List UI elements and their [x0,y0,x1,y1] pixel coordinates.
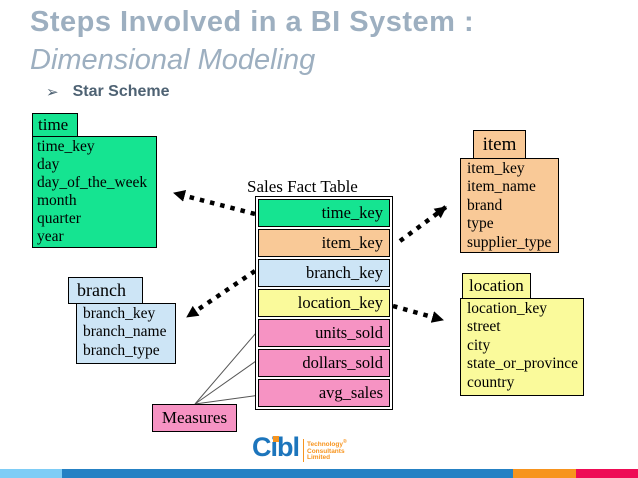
footer-bar-blue [62,469,513,478]
table-field: supplier_type [467,233,552,251]
arrow-timekey-to-time [173,189,256,217]
table-field: location_key [467,300,548,317]
company-logo: Cibl Technology® Consultants Limited [252,434,347,462]
table-field: branch_name [83,323,167,341]
table-field: city [467,336,491,354]
fact-row-item-key: item_key [258,229,390,257]
item-table-header: item [473,130,526,159]
footer-bar-red [576,469,638,478]
table-field: street [467,318,501,336]
table-field: quarter [37,210,81,227]
arrow-branchkey-to-branch [185,269,257,319]
table-field: item_name [467,178,536,196]
logo-tagline: Technology® Consultants Limited [303,439,347,462]
branch-table-header: branch [68,277,143,304]
fact-row-branch-key: branch_key [258,259,390,287]
logo-i-dot [273,436,279,442]
table-field: month [37,192,77,209]
slide-title: Steps Involved in a BI System : [30,6,475,38]
table-field: day_of_the_week [37,174,148,191]
table-field: day [37,156,60,173]
fact-row-location-key: location_key [258,289,390,317]
arrow-itemkey-to-item [398,205,448,243]
sales-fact-table: time_key item_key branch_key location_ke… [255,196,393,410]
bullet-label: Star Scheme [72,83,170,100]
registered-mark: ® [343,439,347,445]
table-field: item_key [467,160,525,177]
arrow-bullet-icon: ➢ [46,84,59,101]
arrow-locationkey-to-location [392,303,444,323]
table-field: time_key [37,138,95,155]
table-field: branch_type [83,341,160,359]
fact-row-time-key: time_key [258,199,390,227]
location-table-header: location [462,273,531,299]
fact-table-title: Sales Fact Table [247,177,358,196]
fact-row-units-sold: units_sold [258,319,390,347]
table-field: branch_key [83,305,156,322]
time-table-header: time [32,113,78,137]
table-field: country [467,373,515,391]
measures-box: Measures [152,404,237,432]
footer-bar-lightblue [0,469,62,478]
table-field: brand [467,196,503,214]
table-field: state_or_province [467,355,579,373]
table-field: year [37,228,64,245]
bullet-item: ➢ Star Scheme [46,83,170,101]
logo-wordmark: Cibl [252,432,300,462]
slide-subtitle: Dimensional Modeling [30,44,316,76]
fact-row-avg-sales: avg_sales [258,379,390,407]
footer-bar-orange [513,469,576,478]
table-field: type [467,215,494,233]
fact-row-dollars-sold: dollars_sold [258,349,390,377]
